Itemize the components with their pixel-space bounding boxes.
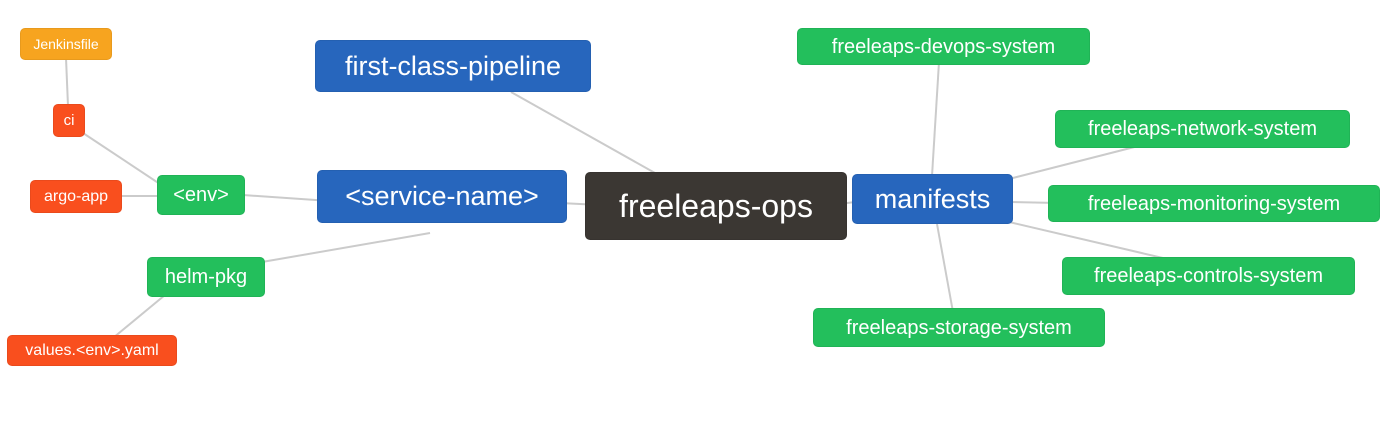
node-helm-pkg[interactable]: helm-pkg — [147, 257, 265, 297]
node-controls-system[interactable]: freeleaps-controls-system — [1062, 257, 1355, 295]
edge-manifests-storage — [936, 223, 954, 313]
edge-manifests-network — [1008, 142, 1151, 180]
node-first-class-pipeline[interactable]: first-class-pipeline — [315, 40, 591, 92]
node-storage-system[interactable]: freeleaps-storage-system — [813, 308, 1105, 347]
node-values-env-yaml[interactable]: values.<env>.yaml — [7, 335, 177, 366]
node-argo-app[interactable]: argo-app — [30, 180, 122, 213]
edge-ops-pipeline — [510, 91, 656, 174]
node-service-name[interactable]: <service-name> — [317, 170, 567, 223]
edge-manifests-devops — [931, 61, 940, 177]
node-jenkinsfile[interactable]: Jenkinsfile — [20, 28, 112, 60]
node-monitoring-system[interactable]: freeleaps-monitoring-system — [1048, 185, 1380, 222]
node-network-system[interactable]: freeleaps-network-system — [1055, 110, 1350, 148]
node-ci[interactable]: ci — [53, 104, 85, 137]
edge-service-name-helm-pkg — [261, 232, 431, 263]
node-devops-system[interactable]: freeleaps-devops-system — [797, 28, 1090, 65]
node-env[interactable]: <env> — [157, 175, 245, 215]
edge-helm-pkg-values — [112, 294, 166, 339]
edge-service-name-env — [242, 194, 331, 202]
edge-manifests-controls — [1008, 221, 1181, 263]
node-freeleaps-ops[interactable]: freeleaps-ops — [585, 172, 847, 240]
edge-ci-jenkinsfile — [65, 57, 69, 107]
node-manifests[interactable]: manifests — [852, 174, 1013, 224]
